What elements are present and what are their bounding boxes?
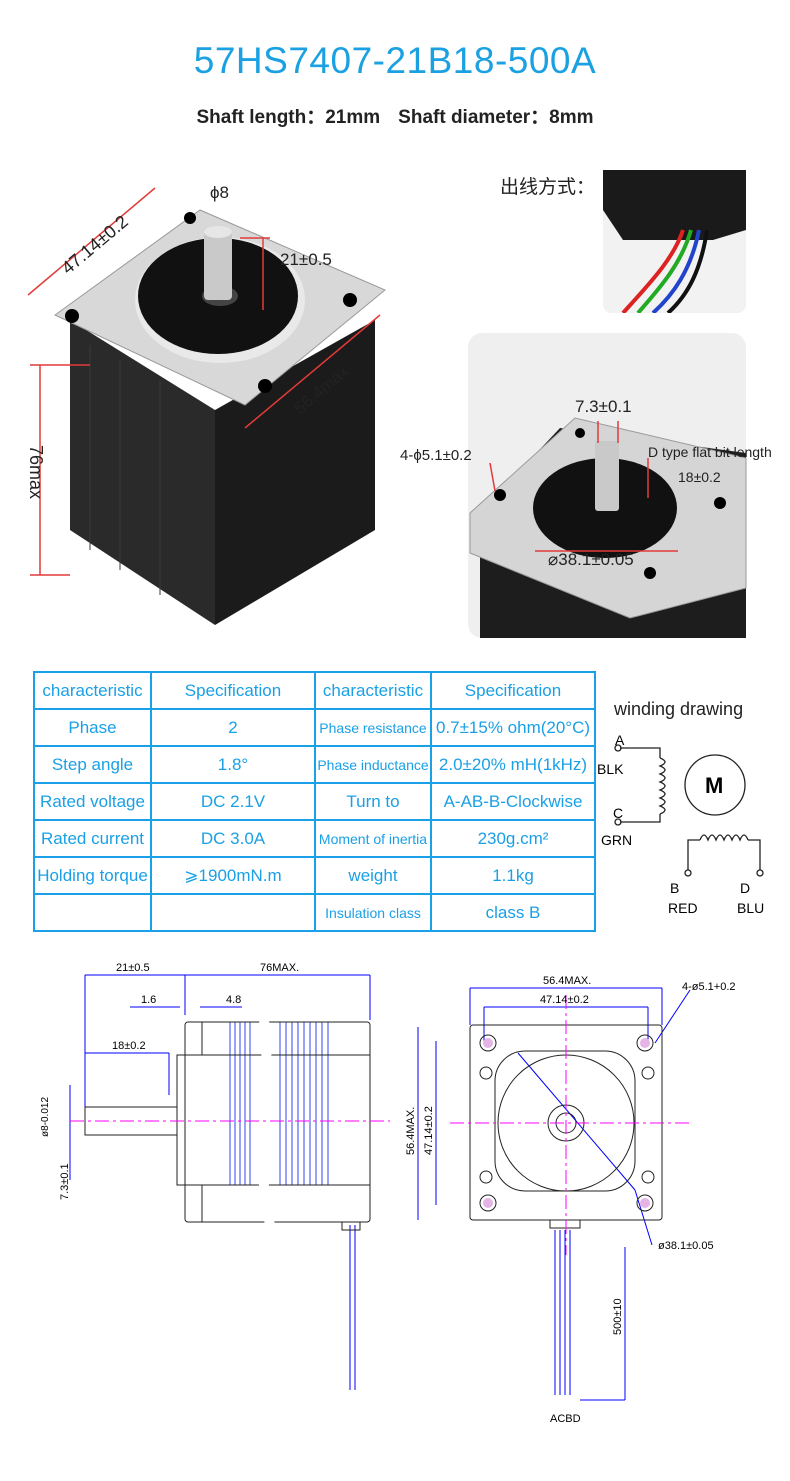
label-blk: BLK (597, 761, 624, 777)
shaft-diameter: Shaft diameter：8mm (398, 107, 594, 128)
side-dim-18: 18±0.2 (112, 1040, 146, 1052)
dim-holes: 4-ϕ5.1±0.2 (400, 447, 472, 464)
motor-symbol: M (705, 773, 723, 798)
cell: Phase (33, 708, 152, 747)
label-a: A (615, 732, 625, 748)
dim-shaft: 21±0.5 (280, 250, 332, 269)
front-dim-56-side: 56.4MAX. (405, 1107, 417, 1155)
side-dim-phi8: ø8-0.012 (40, 1097, 51, 1137)
spec-table: characteristic Specification characteris… (33, 671, 596, 932)
front-dim-56-top: 56.4MAX. (543, 975, 591, 987)
dim-boss: ⌀38.1±0.05 (548, 550, 634, 569)
wiring-label: 出线方式： (500, 177, 596, 198)
cell: Rated current (33, 819, 152, 858)
table-header-row: characteristic Specification characteris… (33, 671, 596, 710)
cell: 1.1kg (430, 856, 596, 895)
label-red: RED (668, 900, 698, 916)
front-photo: 7.3±0.1 4-ϕ5.1±0.2 D type flat bit lengt… (400, 333, 772, 638)
cell: 1.8° (150, 745, 316, 784)
front-dim-lead: 500±10 (612, 1298, 624, 1335)
winding-title: winding drawing (614, 699, 744, 719)
side-view-drawing: 21±0.5 76MAX. 1.6 4.8 18±0.2 ø8-0.012 7.… (40, 962, 390, 1390)
cell: 0.7±15% ohm(20°C) (430, 708, 596, 747)
cell: 2 (150, 708, 316, 747)
cell: Rated voltage (33, 782, 152, 821)
cell (33, 893, 152, 932)
cell: Turn to (314, 782, 432, 821)
cell (150, 893, 316, 932)
side-dim-1-6: 1.6 (141, 994, 156, 1006)
cell: Phase inductance (314, 745, 432, 784)
dim-dlen: 18±0.2 (678, 469, 721, 485)
cell: Step angle (33, 745, 152, 784)
label-d: D (740, 880, 750, 896)
cell: DC 3.0A (150, 819, 316, 858)
front-dim-holes: 4-ø5.1+0.2 (682, 981, 736, 993)
header-cell: Specification (150, 671, 316, 710)
cell: DC 2.1V (150, 782, 316, 821)
winding-diagram: A BLK C GRN M B RED D BLU (597, 732, 764, 916)
dim-height: 76max (26, 445, 46, 499)
dim-phi8: ϕ8 (210, 183, 229, 202)
cell: weight (314, 856, 432, 895)
header-cell: characteristic (314, 671, 432, 710)
front-dim-boss: ø38.1±0.05 (658, 1240, 714, 1252)
motor-photo: ϕ8 21±0.5 47.14±0.2 56.4max 76max (26, 183, 386, 625)
cell: 2.0±20% mH(1kHz) (430, 745, 596, 784)
side-dim-4-8: 4.8 (226, 994, 241, 1006)
cell: Holding torque (33, 856, 152, 895)
cell: class B (430, 893, 596, 932)
label-c: C (613, 805, 623, 821)
dim-flat: 7.3±0.1 (575, 397, 632, 416)
cell: A-AB-B-Clockwise (430, 782, 596, 821)
shaft-length: Shaft length：21mm (196, 107, 381, 128)
lead-order: ACBD (550, 1413, 581, 1425)
side-dim-76: 76MAX. (260, 962, 299, 974)
cell: Insulation class (314, 893, 432, 932)
cell: 230g.cm² (430, 819, 596, 858)
side-dim-7-3: 7.3±0.1 (59, 1163, 71, 1200)
label-blu: BLU (737, 900, 764, 916)
header-cell: Specification (430, 671, 596, 710)
cell: ⩾1900mN.m (150, 856, 316, 895)
cell: Moment of inertia (314, 819, 432, 858)
product-subtitle: Shaft length：21mm Shaft diameter：8mm (0, 102, 790, 129)
dim-dtype: D type flat bit length (648, 444, 772, 460)
front-dim-47-top: 47.14±0.2 (540, 994, 589, 1006)
header-cell: characteristic (33, 671, 152, 710)
label-b: B (670, 880, 679, 896)
side-dim-21: 21±0.5 (116, 962, 150, 974)
front-dim-47-side: 47.14±0.2 (423, 1106, 435, 1155)
product-title: 57HS7407-21B18-500A (193, 40, 597, 81)
wiring-photo (603, 170, 746, 313)
label-grn: GRN (601, 832, 632, 848)
cell: Phase resistance (314, 708, 432, 747)
front-view-drawing: 56.4MAX. 47.14±0.2 4-ø5.1+0.2 56.4MAX. 4… (405, 975, 736, 1425)
